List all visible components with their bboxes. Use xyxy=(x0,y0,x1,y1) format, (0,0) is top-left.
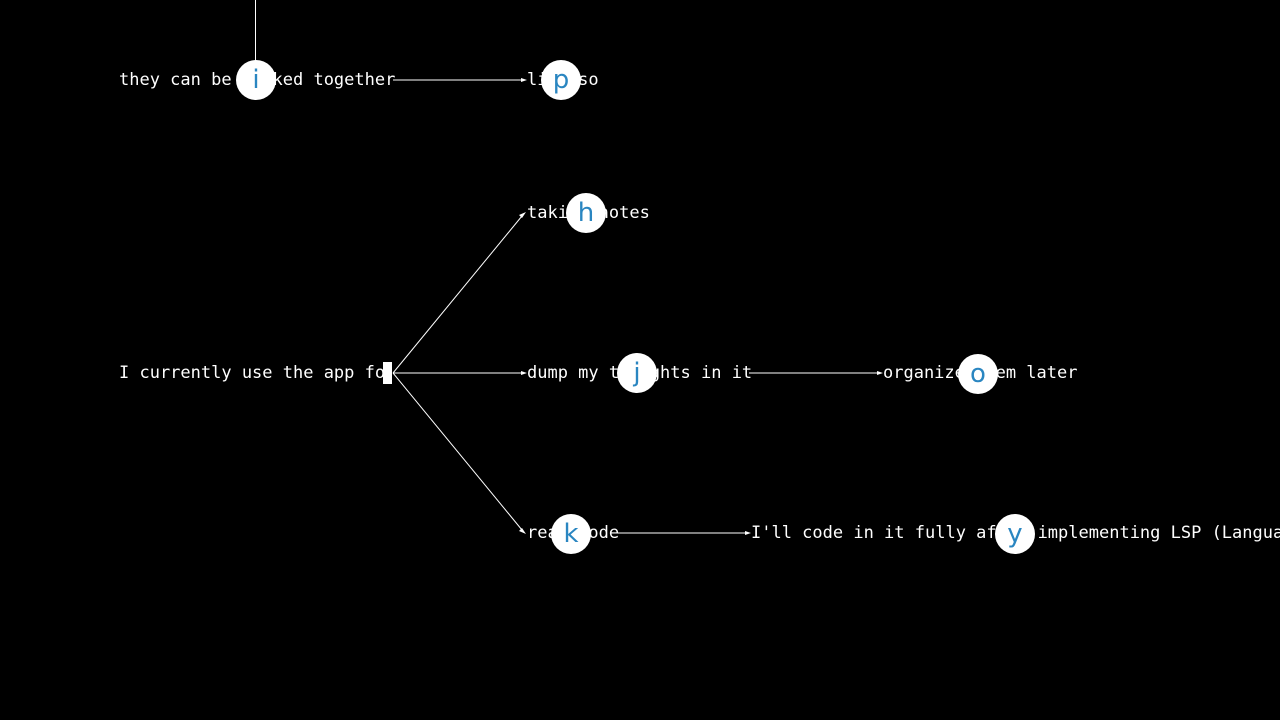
jump-hint-o[interactable]: o xyxy=(958,354,998,394)
jump-hint-j[interactable]: j xyxy=(617,353,657,393)
edge-arrow-organize-later xyxy=(877,371,883,375)
jump-hint-y[interactable]: y xyxy=(995,514,1035,554)
jump-hint-k[interactable]: k xyxy=(551,514,591,554)
edge-current-use-to-read-code xyxy=(392,372,523,531)
edge-current-use-to-taking-notes xyxy=(392,215,523,374)
text-cursor xyxy=(383,362,392,384)
edge-arrow-dump-thoughts xyxy=(521,371,527,375)
jump-hint-p[interactable]: p xyxy=(541,60,581,100)
edge-arrow-code-fully xyxy=(745,531,751,535)
jump-hint-h[interactable]: h xyxy=(566,193,606,233)
node-current-use[interactable]: I currently use the app fo xyxy=(119,363,386,383)
edge-arrow-like-so xyxy=(521,78,527,82)
edge-arrow-taking-notes xyxy=(519,212,526,218)
edge-arrow-read-code xyxy=(519,528,526,534)
jump-hint-i[interactable]: i xyxy=(236,60,276,100)
